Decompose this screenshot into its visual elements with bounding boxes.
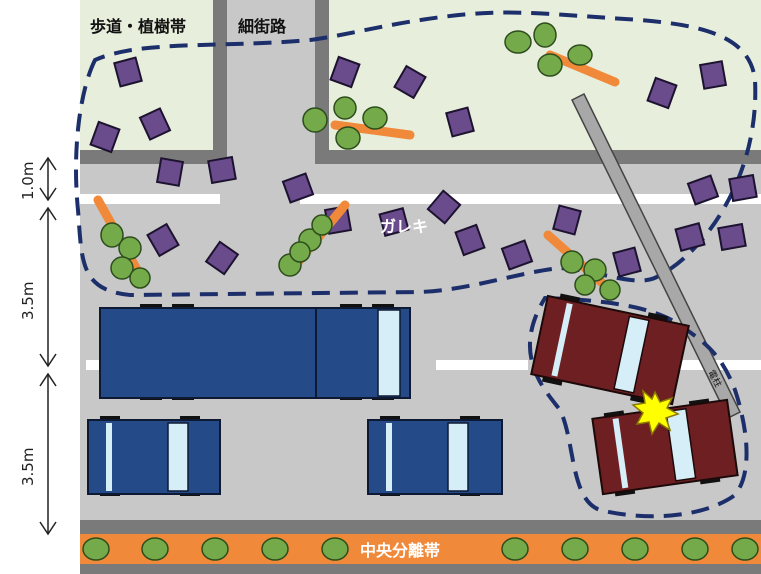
dimension-markers bbox=[39, 156, 57, 536]
debris-block-icon bbox=[445, 106, 475, 138]
debris-block-icon bbox=[329, 55, 361, 89]
curb-left bbox=[80, 150, 215, 164]
median-shrub-icon bbox=[501, 537, 529, 561]
debris-block-icon bbox=[686, 174, 720, 206]
dimension-lane-upper: 3.5m bbox=[19, 282, 37, 320]
debris-block-icon bbox=[146, 222, 180, 258]
fallen-tree-icon bbox=[302, 96, 415, 150]
debris-block-icon bbox=[393, 64, 427, 100]
debris-block-icon bbox=[717, 222, 747, 252]
median-shrub-icon bbox=[731, 537, 759, 561]
collision-zone-outline bbox=[528, 295, 749, 519]
shoulder-line-right bbox=[300, 194, 761, 204]
debris-block-icon bbox=[500, 239, 534, 271]
debris-block-icon bbox=[207, 155, 237, 185]
median-shrub-icon bbox=[82, 537, 110, 561]
dimension-sidewalk-gap: 1.0m bbox=[19, 162, 37, 200]
debris-block-icon bbox=[155, 157, 185, 187]
truck bbox=[99, 304, 411, 400]
debris-block-icon bbox=[89, 120, 121, 154]
debris-block-icon bbox=[552, 204, 582, 236]
sidewalk-label: 歩道・植樹帯 bbox=[90, 17, 186, 36]
debris-label: ガレキ bbox=[380, 217, 428, 236]
median-shrub-icon bbox=[321, 537, 349, 561]
median-shrub-icon bbox=[141, 537, 169, 561]
debris-block-icon bbox=[612, 246, 642, 278]
median-curb-bottom bbox=[80, 564, 761, 574]
alley-label: 細街路 bbox=[238, 17, 287, 36]
median-shrub-icon bbox=[621, 537, 649, 561]
debris-zone-outline bbox=[73, 10, 758, 298]
debris-blocks bbox=[89, 55, 758, 278]
sidewalk-label-bg bbox=[88, 14, 212, 40]
car-left bbox=[87, 416, 221, 496]
truck-windshield bbox=[377, 309, 401, 397]
lane-dash bbox=[436, 360, 528, 370]
debris-block-icon bbox=[426, 189, 462, 225]
median-curb-top bbox=[80, 520, 761, 534]
debris-block-icon bbox=[728, 173, 758, 203]
collision-icon bbox=[631, 389, 680, 436]
car-right bbox=[367, 416, 503, 496]
debris-block-icon bbox=[646, 76, 678, 110]
median-shrubs bbox=[82, 537, 759, 561]
fallen-tree-icon bbox=[504, 22, 620, 87]
median-shrub-icon bbox=[561, 537, 589, 561]
fallen-tree-icon bbox=[543, 230, 621, 301]
debris-block-icon bbox=[113, 56, 143, 88]
median-label: 中央分離帯 bbox=[360, 541, 440, 560]
truck-container bbox=[99, 307, 317, 399]
debris-block-icon bbox=[698, 60, 728, 90]
median-shrub-icon bbox=[681, 537, 709, 561]
dimension-lane-lower: 3.5m bbox=[19, 448, 37, 486]
debris-block-icon bbox=[454, 223, 486, 257]
shoulder-line-left bbox=[80, 194, 220, 204]
alley-curb-right bbox=[315, 0, 329, 164]
fallen-tree-icon bbox=[278, 200, 350, 277]
red-car-lower bbox=[591, 398, 739, 497]
debris-block-icon bbox=[281, 172, 315, 204]
median-shrub-icon bbox=[261, 537, 289, 561]
debris-block-icon bbox=[204, 240, 240, 276]
curb-right bbox=[315, 150, 761, 164]
median-shrub-icon bbox=[201, 537, 229, 561]
debris-block-icon bbox=[378, 207, 410, 237]
red-car-upper bbox=[530, 293, 690, 406]
debris-block-icon bbox=[674, 222, 706, 252]
fallen-tree-icon bbox=[93, 195, 151, 289]
debris-block-icon bbox=[138, 107, 172, 141]
alley-curb-left bbox=[213, 0, 227, 164]
